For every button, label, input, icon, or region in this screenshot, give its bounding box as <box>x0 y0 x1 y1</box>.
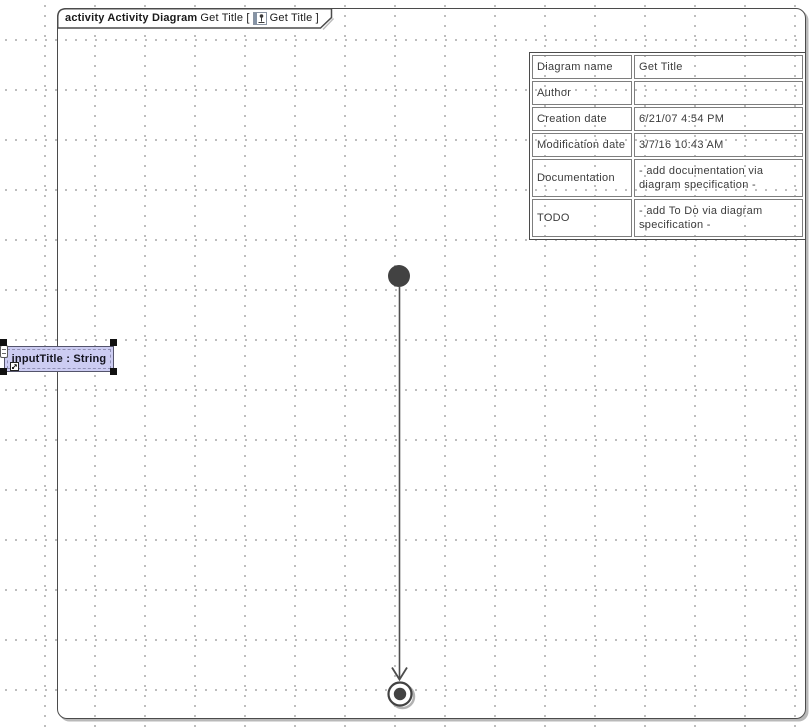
smart-manipulator-button[interactable] <box>0 345 8 358</box>
info-value: 3/7/16 10:43 AM <box>634 133 803 157</box>
table-row: TODO - add To Do via diagram specificati… <box>532 199 803 237</box>
parameter-node-label: inputTitle : String <box>11 353 107 365</box>
diagram-kind-label: activity Activity Diagram <box>65 12 198 24</box>
activity-diagram-icon <box>252 11 267 25</box>
table-row: Diagram name Get Title <box>532 55 803 79</box>
diagram-name-label: Get Title [ <box>200 12 250 24</box>
info-value: - add To Do via diagram specification - <box>634 199 803 237</box>
selection-handle-top-right[interactable] <box>110 339 117 346</box>
element-link-icon[interactable] <box>10 362 19 371</box>
diagram-context-label: Get Title ] <box>269 12 319 24</box>
info-label: Documentation <box>532 159 632 197</box>
info-value: - add documentation via diagram specific… <box>634 159 803 197</box>
control-flow-edge[interactable] <box>391 287 408 682</box>
tab-shadow <box>322 17 335 31</box>
info-label: Modification date <box>532 133 632 157</box>
table-row: Author <box>532 81 803 105</box>
frame-tab-title: activity Activity Diagram Get Title [ Ge… <box>65 10 319 26</box>
info-value: Get Title <box>634 55 803 79</box>
activity-final-node[interactable] <box>387 681 416 710</box>
info-value: 6/21/07 4:54 PM <box>634 107 803 131</box>
selection-handle-bottom-left[interactable] <box>0 368 7 375</box>
activity-parameter-node[interactable]: inputTitle : String <box>4 346 114 372</box>
info-label: Author <box>532 81 632 105</box>
table-row: Modification date 3/7/16 10:43 AM <box>532 133 803 157</box>
diagram-info-table[interactable]: Diagram name Get Title Author Creation d… <box>529 52 806 240</box>
arrowhead-icon <box>391 667 408 682</box>
selection-handle-top-left[interactable] <box>0 339 7 346</box>
selection-handle-bottom-right[interactable] <box>110 368 117 375</box>
info-value <box>634 81 803 105</box>
info-label: Creation date <box>532 107 632 131</box>
info-label: Diagram name <box>532 55 632 79</box>
table-row: Creation date 6/21/07 4:54 PM <box>532 107 803 131</box>
info-label: TODO <box>532 199 632 237</box>
table-row: Documentation - add documentation via di… <box>532 159 803 197</box>
initial-node[interactable] <box>388 265 410 287</box>
